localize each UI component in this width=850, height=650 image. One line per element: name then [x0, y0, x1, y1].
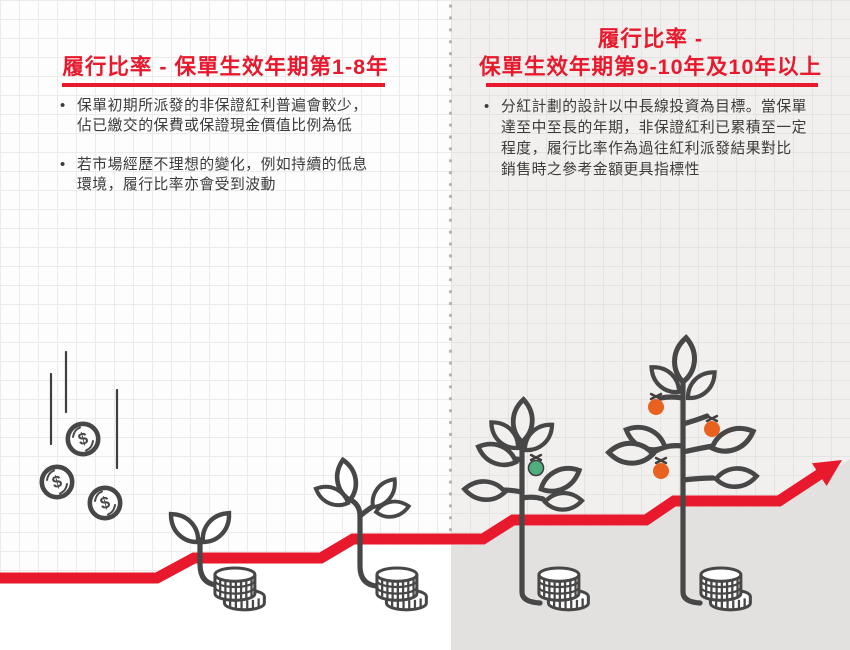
right-title-underline — [486, 83, 818, 87]
bullet-text: 分紅計劃的設計以中長線投資為目標。當保單 達至中至長的年期，非保證紅利已累積至一… — [501, 99, 807, 178]
bullet-text: 保單初期所派發的非保證紅利普遍會較少， 佔已繳交的保費或保證現金價值比例為低 — [77, 98, 368, 134]
left-panel-title: 履行比率 - 保單生效年期第1-8年 — [62, 55, 389, 79]
list-item: • 分紅計劃的設計以中長線投資為目標。當保單 達至中至長的年期，非保證紅利已累積… — [484, 97, 836, 181]
list-item: • 保單初期所派發的非保證紅利普遍會較少， 佔已繳交的保費或保證現金價值比例為低 — [60, 96, 438, 136]
bullet-icon: • — [60, 98, 66, 114]
bullet-text: 若市場經歷不理想的變化，例如持續的低息 環境，履行比率亦會受到波動 — [77, 157, 368, 193]
right-panel-bullets: • 分紅計劃的設計以中長線投資為目標。當保單 達至中至長的年期，非保證紅利已累積… — [484, 97, 836, 181]
left-panel-bullets: • 保單初期所派發的非保證紅利普遍會較少， 佔已繳交的保費或保證現金價值比例為低… — [60, 96, 438, 195]
bullet-icon: • — [60, 157, 66, 173]
bullet-icon: • — [484, 99, 490, 115]
list-item: • 若市場經歷不理想的變化，例如持續的低息 環境，履行比率亦會受到波動 — [60, 155, 438, 195]
left-title-underline — [62, 83, 385, 87]
right-panel-title: 履行比率 - 保單生效年期第9-10年及10年以上 — [479, 27, 822, 79]
